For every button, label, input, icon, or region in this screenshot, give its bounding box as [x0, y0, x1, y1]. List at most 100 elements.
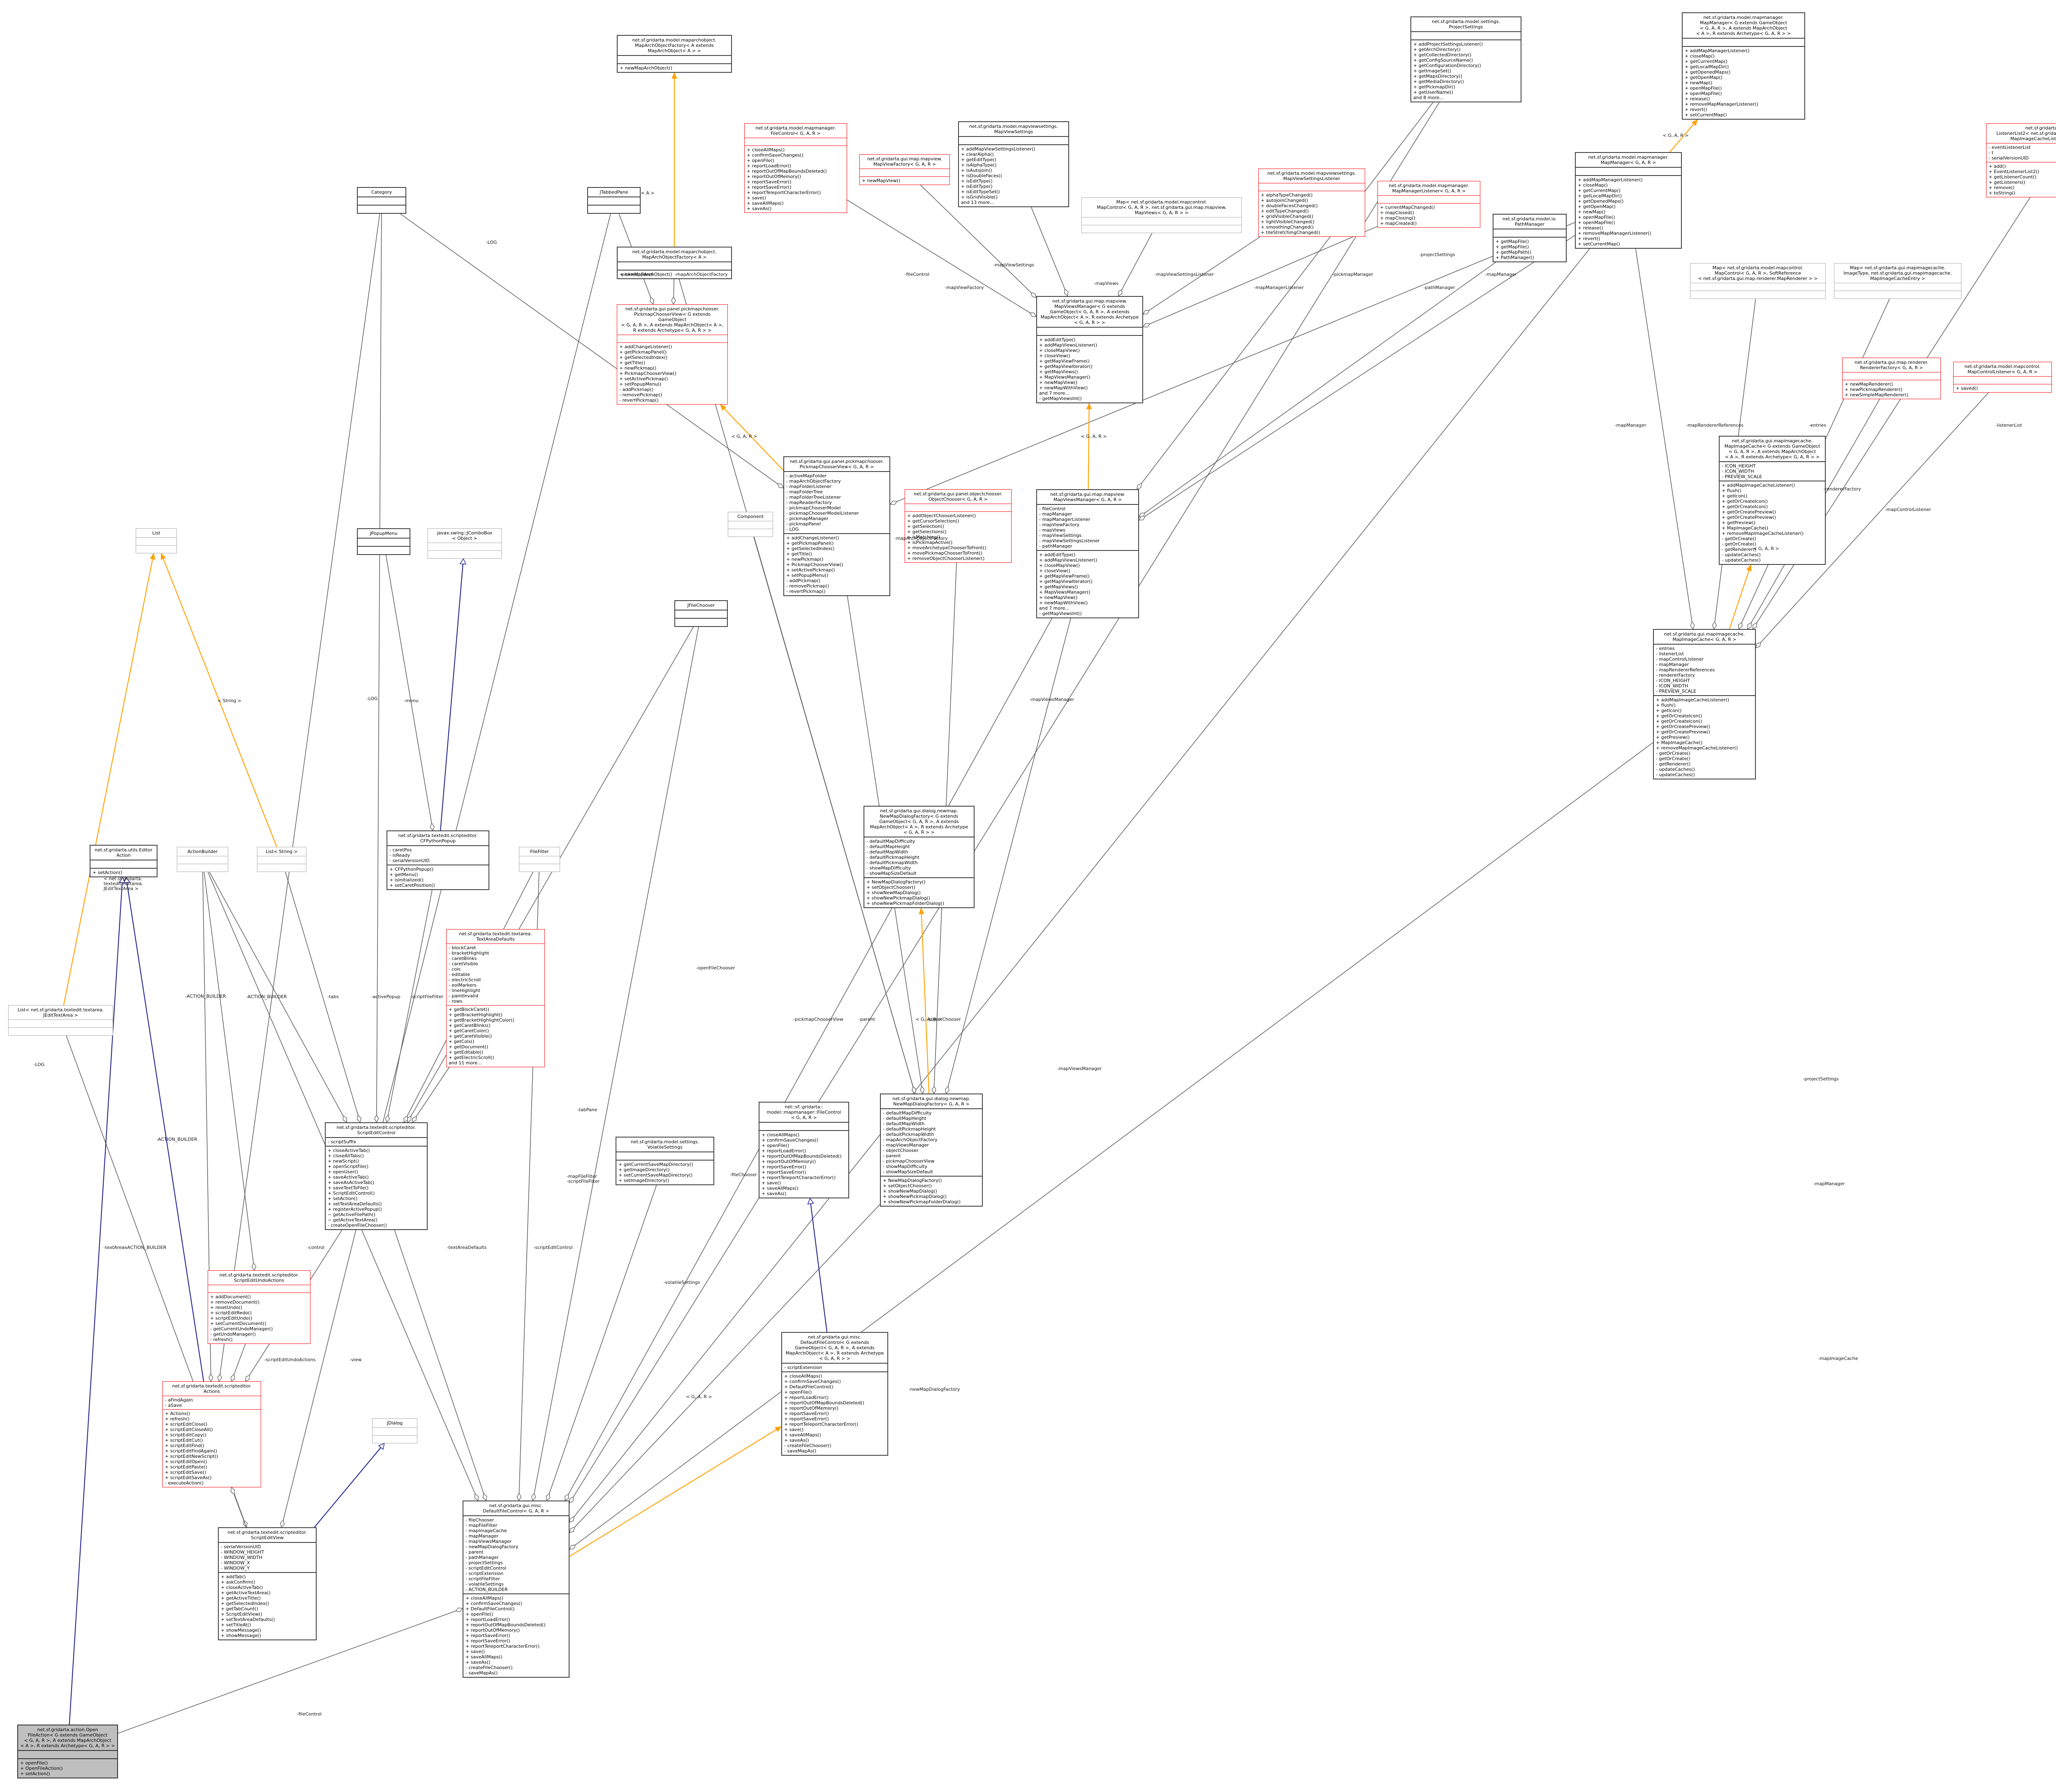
class-fields: - defaultMapDifficulty- defaultMapHeight… [881, 1108, 982, 1176]
class-mapViewSettings[interactable]: net.sf.gridarta.model.mapviewsettings. M… [958, 121, 1069, 207]
class-pathManager[interactable]: net.sf.gridarta.model.io. PathManager+ g… [1493, 214, 1567, 262]
class-actions[interactable]: net.sf.gridarta.textedit.scripteditor. A… [162, 1381, 261, 1487]
class-title: Map< net.sf.gridarta.model.mapcontrol. M… [1698, 265, 1818, 281]
class-fileControlRed[interactable]: net.sf.gridarta.model.mapmanager. FileCo… [744, 123, 847, 213]
edge-projectSettings-defaultFileControl [569, 102, 1440, 1503]
class-jtabbedpane[interactable]: JTabbedPane [587, 187, 641, 214]
field-item: - mapManager [1039, 511, 1072, 517]
method-item: + getMapViewIterator() [1039, 579, 1093, 584]
class-eventListenerList2[interactable]: net.sf.gridarta.utils.Event ListenerList… [1986, 123, 2056, 197]
class-title: net.sf.gridarta.textedit.scripteditor. S… [227, 1530, 307, 1540]
class-methods: + NewMapDialogFactory()+ setObjectChoose… [864, 877, 974, 907]
class-title: net.sf.gridarta.gui.misc. DefaultFileCon… [785, 1334, 884, 1361]
class-imageTypeMap[interactable]: Map< net.sf.gridarta.gui.mapimagecache. … [1834, 263, 1961, 299]
field-item: - scriptExtension [465, 1571, 504, 1576]
class-mapControlListener[interactable]: net.sf.gridarta.model.mapcontrol. MapCon… [1953, 362, 2052, 393]
class-mapArchFactoryGen[interactable]: net.sf.gridarta.model.maparchobject. Map… [617, 35, 732, 73]
class-jdialog[interactable]: JDialog [372, 1418, 417, 1443]
class-rendererFactory[interactable]: net.sf.gridarta.gui.map.renderer. Render… [1842, 358, 1941, 399]
method-item: + newMapArchObject() [620, 272, 672, 277]
class-methods: + newMapRenderer()+ newPickmapRenderer()… [1843, 380, 1940, 399]
class-title: List< net.sf.gridarta.textedit.textarea.… [17, 1007, 104, 1018]
field-item: - eolMarkers [449, 983, 477, 988]
method-item: + getCaretColor() [449, 1028, 489, 1034]
method-item: + reportOutOfMemory() [762, 1159, 816, 1164]
method-item: + getBracketHighlight() [449, 1012, 502, 1017]
method-item: + scriptEditCopy() [165, 1432, 207, 1438]
edge-label: -ACTION_BUILDER [185, 994, 226, 999]
method-item: + EventListenerList2() [1989, 169, 2040, 174]
class-methods: + closeAllMaps()+ confirmSaveChanges()+ … [782, 1371, 887, 1455]
edge-category-pickmapChooserView [400, 213, 784, 488]
field-item: - defaultPickmapWidth [883, 1132, 934, 1137]
method-item: + reportOutOfMapBoundsDeleted() [784, 1400, 864, 1406]
class-jcombobox[interactable]: javax.swing::JComboBox < Object > [428, 528, 502, 559]
class-actionBuilder[interactable]: ActionBuilder [177, 847, 228, 872]
method-item: and 13 more... [961, 200, 994, 205]
method-item: + getMapViewFrame() [1039, 573, 1090, 579]
class-title: net.sf.gridarta.model.maparchobject. Map… [632, 249, 717, 260]
class-list[interactable]: List [136, 528, 177, 553]
class-fileControlCpp[interactable]: net::sf::gridarta:: model::mapmanager::F… [759, 1102, 849, 1198]
edge-mapManager-mapManagerGen [1669, 119, 1698, 153]
class-methods: + closeAllMaps()+ confirmSaveChanges()+ … [745, 146, 847, 213]
class-mapViewsManagerGen[interactable]: net.sf.gridarta.gui.map.mapview. MapView… [1036, 296, 1143, 403]
class-mapControlViewsMap[interactable]: Map< net.sf.gridarta.model.mapcontrol. M… [1081, 197, 1242, 233]
class-textAreaDefaults[interactable]: net.sf.gridarta.textedit.textarea. TextA… [446, 929, 545, 1067]
edge-label: -listenerList [1995, 423, 2022, 428]
class-mapManagerGen[interactable]: net.sf.gridarta.model.mapmanager. MapMan… [1682, 12, 1805, 120]
field-item: - blockCaret [449, 945, 476, 950]
method-item: - saveMapAs() [465, 1670, 498, 1676]
class-pickmapChooserViewGen[interactable]: net.sf.gridarta.gui.panel.pickmapchooser… [617, 304, 728, 405]
class-jfilechooser[interactable]: JFileChooser [674, 600, 728, 627]
class-mapManager[interactable]: net.sf.gridarta.model.mapmanager. MapMan… [1575, 152, 1682, 249]
class-cfpythonPopup[interactable]: net.sf.gridarta.textedit.scripteditor. C… [387, 830, 489, 890]
class-jpopupmenu[interactable]: JPopupMenu [357, 528, 410, 555]
class-openFileAction[interactable]: net.sf.gridarta.action.Open FileAction< … [17, 1725, 118, 1778]
class-methods: + saved() [1954, 384, 2051, 392]
class-mapViewsManager[interactable]: net.sf.gridarta.gui.map.mapview. MapView… [1036, 489, 1139, 618]
method-item: + DefaultFileControl() [784, 1384, 834, 1390]
class-newMapDialogFactory[interactable]: net.sf.gridarta.gui.dialog.newmap. NewMa… [880, 1094, 983, 1207]
class-component[interactable]: Component [728, 512, 773, 537]
class-scriptEditUndoActions[interactable]: net.sf.gridarta.textedit.scripteditor. S… [208, 1270, 310, 1344]
method-item: + closeAllMaps() [784, 1373, 822, 1379]
method-item: + save() [747, 195, 766, 201]
class-defaultFileControl[interactable]: net.sf.gridarta.gui.misc. DefaultFileCon… [463, 1501, 570, 1678]
class-filefilter[interactable]: FileFilter [519, 847, 560, 872]
class-newMapDialogFactoryGen[interactable]: net.sf.gridarta.gui.dialog.newmap. NewMa… [864, 806, 975, 908]
class-scriptEditView[interactable]: net.sf.gridarta.textedit.scripteditor. S… [218, 1527, 317, 1640]
class-mapImageCacheGen[interactable]: net.sf.gridarta.gui.mapimagecache. MapIm… [1719, 436, 1826, 565]
method-item: + ScriptEditView() [221, 1612, 262, 1617]
class-mapViewSettingsListener[interactable]: net.sf.gridarta.model.mapviewsettings. M… [1258, 169, 1365, 237]
class-mapManagerListener[interactable]: net.sf.gridarta.model.mapmanager. MapMan… [1378, 181, 1480, 228]
assoc-marker [1064, 289, 1069, 297]
class-objectChooser[interactable]: net.sf.gridarta.gui.panel.objectchooser.… [905, 489, 1012, 563]
class-category[interactable]: Category [357, 187, 406, 214]
class-methods [136, 545, 176, 553]
class-editorAction[interactable]: net.sf.gridarta.utils.Editor Action+ set… [90, 845, 157, 877]
class-listJEdit[interactable]: List< net.sf.gridarta.textedit.textarea.… [8, 1005, 113, 1036]
class-listString[interactable]: List< String > [257, 847, 306, 872]
class-scriptEditControl[interactable]: net.sf.gridarta.textedit.scripteditor. S… [325, 1122, 428, 1230]
class-defaultFileControlGen[interactable]: net.sf.gridarta.gui.misc. DefaultFileCon… [781, 1332, 888, 1456]
assoc-marker [931, 1085, 937, 1094]
class-mapViewFactory[interactable]: net.sf.gridarta.gui.map.mapview. MapView… [859, 154, 950, 185]
edge-mapViewSettings-mapViewsManagerGen [1031, 207, 1068, 296]
class-methods: + addChangeListener()+ getPickmapPanel()… [617, 342, 727, 404]
method-item: + getPickmapPanel() [619, 349, 667, 355]
assoc-marker [889, 500, 898, 505]
class-mapRendererMap[interactable]: Map< net.sf.gridarta.model.mapcontrol. M… [1690, 263, 1826, 299]
edge-label: -LOG [486, 240, 497, 245]
class-mapArchFactory[interactable]: net.sf.gridarta.model.maparchobject. Map… [617, 247, 732, 279]
class-pickmapChooserView[interactable]: net.sf.gridarta.gui.panel.pickmapchooser… [783, 456, 890, 596]
class-projectSettings[interactable]: net.sf.gridarta.model.settings. ProjectS… [1410, 16, 1521, 102]
field-item: - projectSettings [465, 1560, 503, 1565]
method-item: + setPopupMenu() [619, 382, 662, 387]
assoc-marker [546, 1493, 551, 1501]
edge-label: -parent [858, 1017, 875, 1022]
method-item: - updateCaches() [1722, 552, 1761, 557]
class-mapImageCache[interactable]: net.sf.gridarta.gui.mapimagecache. MapIm… [1653, 629, 1756, 779]
class-volatileSettings[interactable]: net.sf.gridarta.model.settings. Volatile… [616, 1137, 714, 1185]
assoc-marker [1142, 323, 1151, 328]
